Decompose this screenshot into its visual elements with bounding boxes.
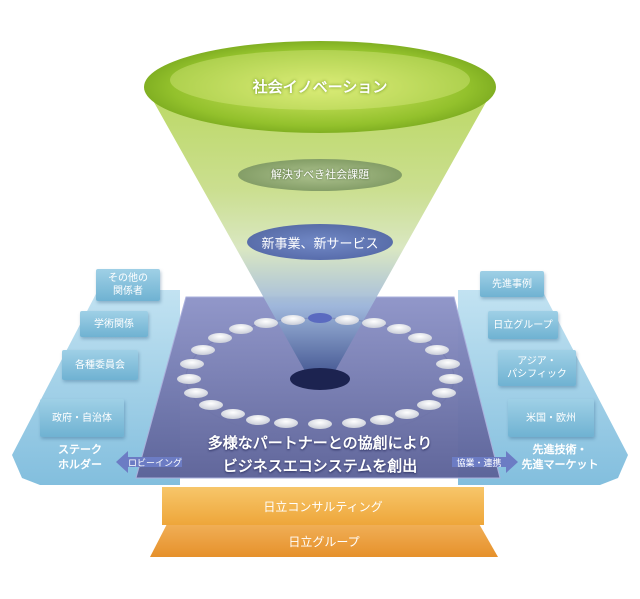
center-line-2: ビジネスエコシステムを創出: [222, 457, 418, 475]
left-panel-title: ステーク ホルダー: [58, 443, 102, 471]
center-line-1: 多様なパートナーとの協創により: [207, 434, 433, 452]
bottom-layer-group: [150, 522, 498, 557]
right-box-advanced-cases: 先進事例: [480, 271, 544, 297]
left-box-committees: 各種委員会: [62, 350, 138, 380]
label-new-business: 新事業、新サービス: [261, 237, 379, 252]
label-hitachi-consulting: 日立コンサルティング: [263, 500, 383, 514]
right-box-asia-pacific: アジア・ パシフィック: [498, 350, 576, 386]
label-social-issues: 解決すべき社会課題: [270, 168, 370, 181]
bottom-layer-consulting: [162, 487, 484, 525]
partner-ring: [177, 313, 463, 429]
label-social-innovation: 社会イノベーション: [252, 78, 388, 96]
funnel-middle-ellipse: [238, 159, 402, 191]
funnel-top-ellipse: [144, 41, 496, 133]
left-box-other-stakeholders: その他の 関係者: [96, 269, 160, 301]
right-box-hitachi-group: 日立グループ: [488, 311, 558, 339]
right-arrow: [452, 451, 518, 473]
left-box-government: 政府・自治体: [40, 399, 124, 437]
left-arrow-label: ロビーイング: [128, 458, 183, 469]
right-panel-title: 先進技術・ 先進マーケット: [521, 443, 599, 471]
label-hitachi-group-bottom: 日立グループ: [288, 535, 360, 549]
funnel-lower-ellipse: [247, 224, 393, 260]
right-arrow-label: 協業・連携: [456, 458, 502, 469]
left-arrow: [116, 451, 182, 473]
funnel-hole: [290, 368, 350, 390]
right-box-us-europe: 米国・欧州: [508, 399, 594, 437]
left-box-academia: 学術関係: [80, 311, 148, 337]
